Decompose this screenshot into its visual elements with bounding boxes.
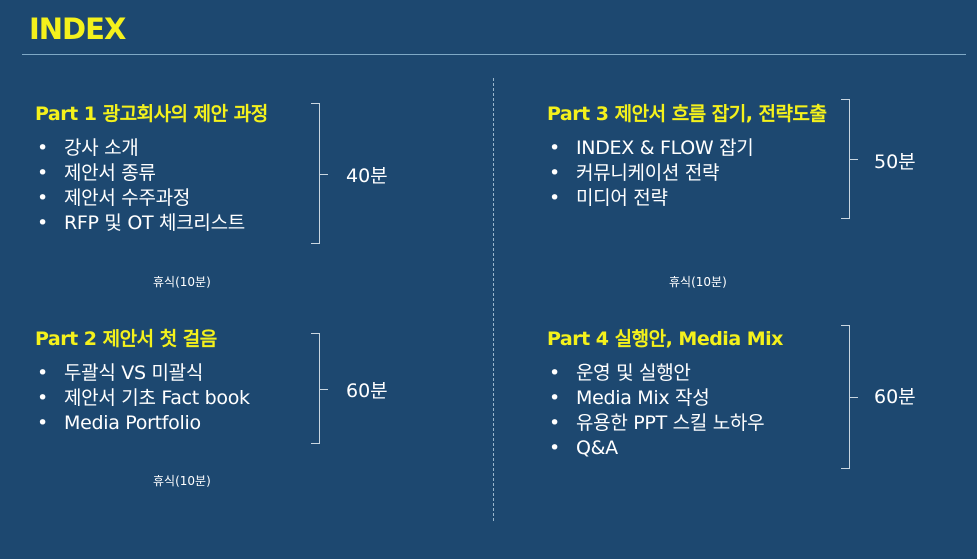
list-item: 미디어 전략	[547, 186, 826, 211]
list-item: Media Portfolio	[35, 411, 250, 436]
bracket	[841, 325, 858, 469]
duration-label: 60분	[874, 386, 916, 408]
section-title: Part 3 제안서 흐름 잡기, 전략도출	[547, 103, 827, 125]
list-item: 제안서 종류	[35, 161, 268, 186]
bracket	[311, 333, 328, 444]
list-item: 제안서 기초 Fact book	[35, 386, 250, 411]
section-title: Part 1 광고회사의 제안 과정	[35, 103, 268, 125]
bracket	[311, 103, 328, 244]
bullet-list: INDEX & FLOW 잡기 커뮤니케이션 전략 미디어 전략	[547, 136, 826, 211]
duration-label: 50분	[874, 151, 916, 173]
page-title: INDEX	[29, 12, 126, 46]
duration-label: 40분	[346, 165, 388, 187]
list-item: RFP 및 OT 체크리스트	[35, 211, 268, 236]
bullet-list: 운영 및 실행안 Media Mix 작성 유용한 PPT 스킬 노하우 Q&A	[547, 361, 783, 461]
section-part-2: Part 2 제안서 첫 걸음 두괄식 VS 미괄식 제안서 기초 Fact b…	[35, 324, 250, 436]
list-item: 유용한 PPT 스킬 노하우	[547, 411, 783, 436]
duration-label: 60분	[346, 380, 388, 402]
list-item: INDEX & FLOW 잡기	[547, 136, 826, 161]
break-label: 휴식(10분)	[153, 474, 211, 488]
title-divider	[22, 54, 966, 55]
section-part-3: Part 3 제안서 흐름 잡기, 전략도출 INDEX & FLOW 잡기 커…	[547, 99, 827, 211]
column-divider	[493, 78, 494, 521]
bullet-list: 두괄식 VS 미괄식 제안서 기초 Fact book Media Portfo…	[35, 361, 250, 436]
section-title: Part 4 실행안, Media Mix	[547, 328, 783, 350]
list-item: 제안서 수주과정	[35, 186, 268, 211]
list-item: 강사 소개	[35, 136, 268, 161]
list-item: 운영 및 실행안	[547, 361, 783, 386]
break-label: 휴식(10분)	[669, 275, 727, 289]
section-part-1: Part 1 광고회사의 제안 과정 강사 소개 제안서 종류 제안서 수주과정…	[35, 99, 268, 236]
section-title: Part 2 제안서 첫 걸음	[35, 328, 217, 350]
list-item: Media Mix 작성	[547, 386, 783, 411]
bullet-list: 강사 소개 제안서 종류 제안서 수주과정 RFP 및 OT 체크리스트	[35, 136, 268, 236]
list-item: Q&A	[547, 436, 783, 461]
bracket	[841, 99, 858, 219]
break-label: 휴식(10분)	[153, 275, 211, 289]
list-item: 커뮤니케이션 전략	[547, 161, 826, 186]
list-item: 두괄식 VS 미괄식	[35, 361, 250, 386]
section-part-4: Part 4 실행안, Media Mix 운영 및 실행안 Media Mix…	[547, 324, 783, 461]
